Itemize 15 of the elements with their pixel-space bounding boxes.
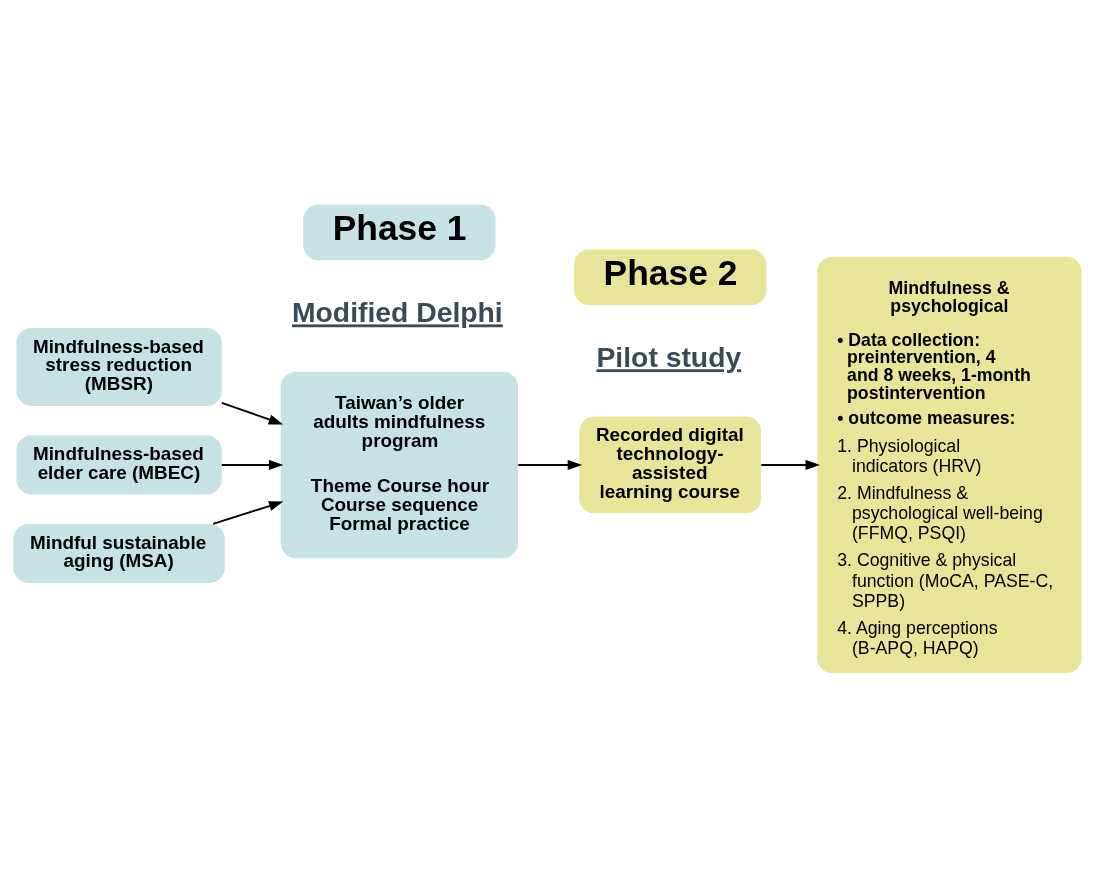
arrow — [220, 459, 284, 470]
arrow — [220, 401, 284, 424]
label: Pilot study — [596, 340, 742, 373]
arrow — [212, 500, 284, 525]
arrow — [517, 459, 583, 470]
node-box: Taiwan’s older adults mindfulness program Theme Course hour Course sequence Formal practice — [280, 371, 518, 558]
label: Modified Delphi — [291, 295, 503, 328]
arrow — [760, 459, 820, 470]
node-box: Mindfulness-based elder care (MBEC) — [16, 434, 222, 494]
node-box: Phase 2 — [574, 249, 767, 305]
node-box: Mindful sustainable aging (MSA) — [13, 523, 225, 583]
node-box: Recorded digital technology-assisted learning course — [579, 416, 762, 513]
node-box: Mindfulness & psychological • Data collection: preintervention, 4 and 8 weeks, 1-month postintervention • outcome measures: 1. Physiological indicators (HRV) 2. Mindfulness & psychological well-being (FFMQ, PSQI) 3. Cognitive & physical function (MoCA, PASE-C, SPPB) 4. Aging perceptions (B-APQ, HAPQ) — [817, 256, 1082, 673]
node-box: Mindfulness-based stress reduction (MBSR) — [16, 327, 222, 406]
node-box: Phase 1 — [303, 204, 496, 260]
